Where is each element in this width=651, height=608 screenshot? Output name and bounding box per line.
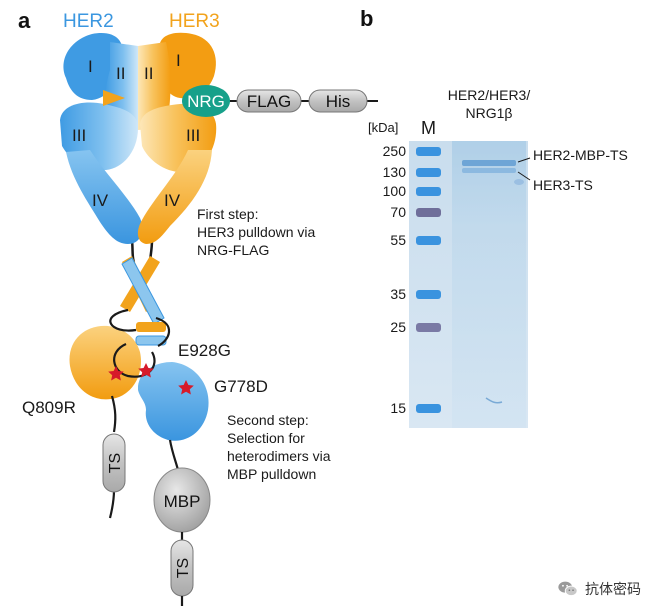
nrg-label: NRG [187, 92, 225, 111]
mutation-star-q809r [108, 366, 124, 381]
gel-marker-lane-label: M [421, 118, 436, 138]
gel-unit-label: [kDa] [368, 120, 398, 135]
marker-band-130 [416, 168, 441, 177]
marker-label-130: 130 [383, 164, 407, 180]
transmembrane-helices [120, 256, 165, 325]
gel-sample-lane [452, 141, 526, 428]
marker-label-70: 70 [390, 204, 406, 220]
marker-band-55 [416, 236, 441, 245]
dimerization-arm [103, 90, 125, 106]
mutation-star-g778d [178, 380, 194, 395]
watermark: 抗体密码 [557, 578, 641, 600]
her3-kinase [69, 325, 141, 400]
her2-title: HER2 [63, 11, 114, 32]
marker-label-100: 100 [383, 183, 407, 199]
marker-band-15 [416, 404, 441, 413]
second-step-text: Second step: Selection for heterodimers … [227, 412, 331, 482]
his-tag [308, 89, 368, 113]
jm-latch-her3 [136, 322, 166, 332]
marker-label-250: 250 [383, 143, 407, 159]
her3-label-I: I [176, 51, 181, 70]
band-her3-ts [462, 168, 516, 173]
her2-label-II: II [116, 64, 125, 83]
band-label-her3: HER3-TS [533, 177, 593, 193]
panel-a-label: a [18, 8, 31, 33]
nrg-ligand [182, 85, 230, 117]
marker-label-35: 35 [390, 286, 406, 302]
her3-domain-IV [137, 150, 212, 244]
her2-label-IV: IV [92, 191, 109, 210]
her3-label-IV: IV [164, 191, 181, 210]
band-her2-mbp-ts [462, 160, 516, 166]
her3-label-II: II [144, 64, 153, 83]
flag-label: FLAG [247, 92, 291, 111]
svg-text:First step:: First step: [197, 206, 258, 222]
svg-text:Selection for: Selection for [227, 430, 305, 446]
svg-text:HER3 pulldown via: HER3 pulldown via [197, 224, 315, 240]
marker-label-25: 25 [390, 319, 406, 335]
svg-text:heterodimers via: heterodimers via [227, 448, 331, 464]
mbp-label: MBP [164, 492, 201, 511]
marker-label-55: 55 [390, 232, 406, 248]
marker-label-15: 15 [390, 400, 406, 416]
watermark-text: 抗体密码 [585, 582, 641, 598]
mutation-star-e928g [138, 363, 154, 378]
her3-extracellular [137, 32, 217, 244]
her2-label-I: I [88, 57, 93, 76]
svg-text:Second step:: Second step: [227, 412, 309, 428]
her2-ts-label: TS [175, 558, 192, 578]
svg-text:MBP pulldown: MBP pulldown [227, 466, 316, 482]
her2-kinase [138, 362, 209, 441]
panel-b-label: b [360, 6, 373, 31]
his-label: His [326, 92, 351, 111]
marker-band-35 [416, 290, 441, 299]
flag-tag [236, 89, 302, 113]
marker-band-70 [416, 208, 441, 217]
her2-extracellular [60, 33, 143, 244]
her3-label-III: III [186, 126, 200, 145]
svg-text:NRG1β: NRG1β [466, 105, 513, 121]
her3-title: HER3 [169, 11, 220, 32]
marker-band-25 [416, 323, 441, 332]
wechat-icon [558, 581, 578, 597]
marker-band-100 [416, 187, 441, 196]
mutation-label-q809r: Q809R [22, 398, 76, 417]
intracellular-linkers [108, 308, 180, 519]
marker-band-250 [416, 147, 441, 156]
her3-ts-label: TS [107, 453, 124, 473]
her2-label-III: III [72, 126, 86, 145]
svg-text:NRG-FLAG: NRG-FLAG [197, 242, 269, 258]
her2-domain-IV [66, 150, 143, 244]
gel-lane-title: HER2/HER3/ NRG1β [448, 87, 531, 121]
her3-ts-tag [102, 433, 126, 493]
mutation-label-g778d: G778D [214, 377, 268, 396]
first-step-text: First step: HER3 pulldown via NRG-FLAG [197, 206, 315, 258]
svg-text:HER2/HER3/: HER2/HER3/ [448, 87, 531, 103]
marker-ladder: 250 130 100 70 55 35 25 15 [383, 143, 441, 416]
mutation-label-e928g: E928G [178, 341, 231, 360]
her3-domain-I [159, 32, 216, 99]
band-label-her2: HER2-MBP-TS [533, 147, 628, 163]
